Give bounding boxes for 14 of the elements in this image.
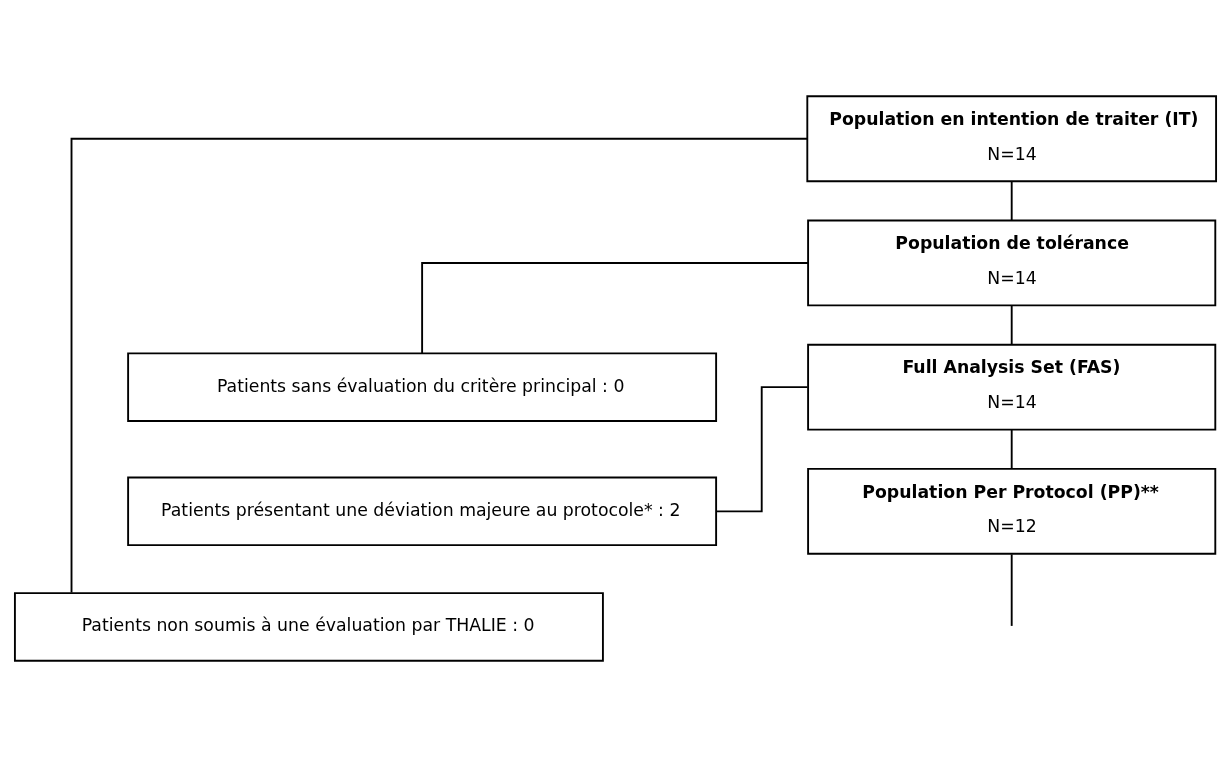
connector (1010, 428, 1013, 470)
node-box: Population Per Protocol (PP)** N=12 (807, 467, 1217, 555)
connector (421, 262, 809, 355)
node-box: Population en intention de traiter (IT) N=14 (806, 95, 1218, 183)
connector (1010, 304, 1013, 346)
node-box: Patients sans évaluation du critère principal : 0 (127, 352, 718, 422)
connector (1010, 180, 1013, 222)
connector (715, 386, 809, 513)
node-box: Full Analysis Set (FAS) N=14 (807, 343, 1217, 431)
connector (1010, 553, 1013, 627)
connector (70, 137, 809, 594)
node-box: Patients non soumis à une évaluation par THALIE : 0 (13, 592, 604, 662)
node-box: Patients présentant une déviation majeure au protocole* : 2 (127, 476, 718, 547)
node-box: Population de tolérance N=14 (807, 219, 1217, 307)
